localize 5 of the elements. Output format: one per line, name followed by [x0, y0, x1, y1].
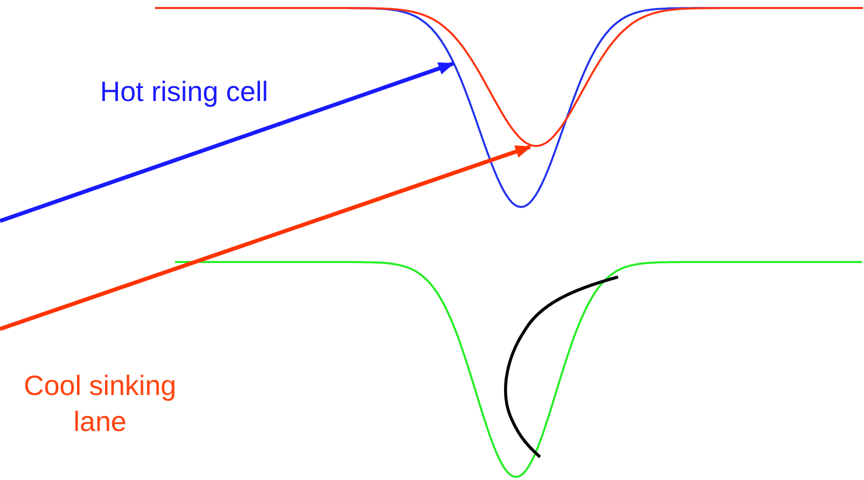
arrow — [0, 62, 454, 223]
arrow — [0, 144, 532, 331]
annotation-text: Hot rising cell — [100, 75, 270, 109]
line-profile-curve — [155, 7, 863, 147]
annotation-text: Cool sinking lane — [22, 369, 178, 439]
